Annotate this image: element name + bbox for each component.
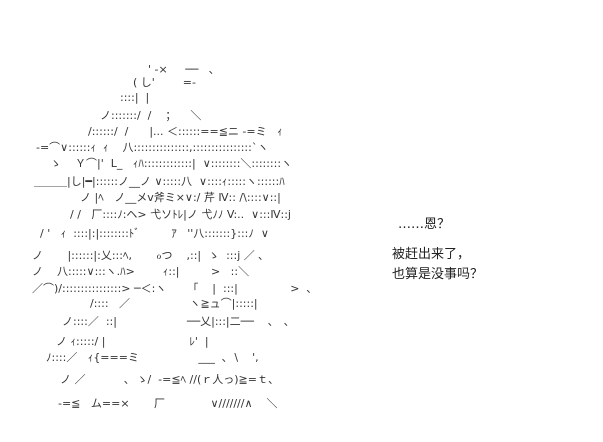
ascii-art-line: ＿＿＿|し|━|::::::ノ__ノ ∨:::::八 ∨::::ｨ:::::ヽ:… [34,175,285,188]
ascii-art-line: ノ |ﾍ ノ__メv斧ミ×∨:/ 芹 Ⅳ:: /\::::∨::| [80,191,281,204]
ascii-art-line: ノ 八:::::∨:::ヽ.ﾊ> ｨ::| > ::＼ [32,265,250,278]
ascii-art-line: ::::| | [120,91,150,104]
ascii-art-line: ' ‐× ── ､ [148,63,215,76]
ascii-art-line: -=≦ ム==× 厂 ∨///////∧ ＼ [58,397,278,410]
ascii-art-line: / / 厂::::ﾉ:ヘ> 弋ソﾄﾚ|ノ 弋ﾉﾉ V:.. ∨:::Ⅳ::j [70,208,291,221]
ascii-art-line: /:::: ／ ヽ≧ュ⌒|:::::| [90,297,258,310]
ascii-art-line: ノ::::／ ::| ──乂|:::|二── ､ ､ [62,315,290,328]
dialogue-line-1: ……恩？ [398,217,451,232]
ascii-art-line: ‐=⌒∨::::::ｨ ｨ 八:::::::::::::::,:::::::::… [36,141,269,154]
ascii-art-line: ／⌒)/::::::::::::::::> ─＜:ヽ 「 | :::| > ､ [32,282,312,295]
ascii-art-line: ( し' =- [133,76,196,89]
ascii-art-line: ノ ｨ:::::/ | ﾚ' | [56,335,209,348]
ascii-art-line: ノ ／ ､ ゝ/ -=≦ﾍ //(ｒ人っ)≧=ｔ、 [60,373,279,386]
ascii-art-line: / ' ｨ ::::|:|::::::::ﾄﾞ ｱ ''八:::::::}:::… [40,227,269,240]
ascii-art-line: ﾉ::::／ ｨ{===ミ ___ ､ \ ', [46,351,259,364]
ascii-art-line: ノ |::::::|:乂:::ﾍ, ℴつ ,::| ゝ :::j ／ ､ [32,249,264,262]
ascii-art-line: ノ:::::::/ / ； ＼ [100,109,202,122]
ascii-art-line: ゝ Ｙ⌒|' L_ ｨﾊ:::::::::::::| ∨::::::::＼:::… [50,157,293,170]
dialogue-line-2: 被赶出来了， [392,247,471,262]
ascii-art-line: /::::::/ / |... ＜::::::==≦ニ -=ミ ｨ [88,125,283,138]
dialogue-line-3: 也算是没事吗？ [392,267,484,282]
